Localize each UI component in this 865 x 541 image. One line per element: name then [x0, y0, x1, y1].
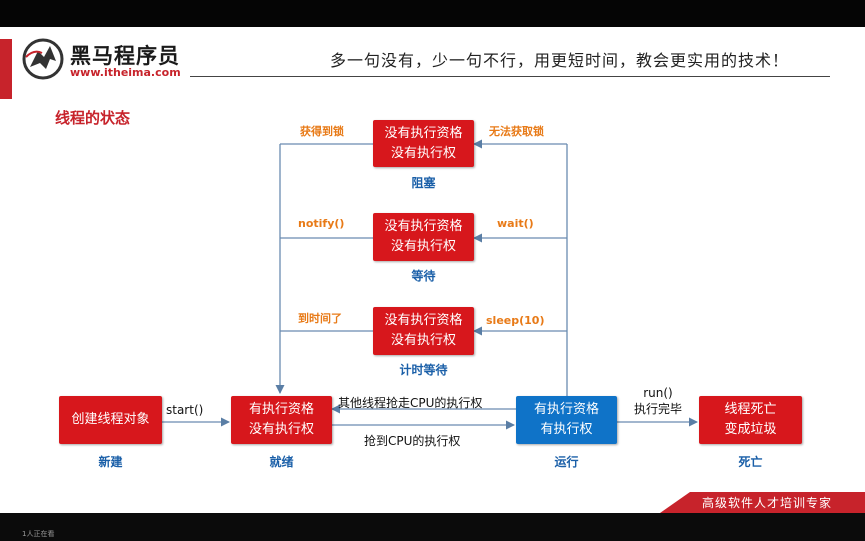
state-new-caption: 新建 — [98, 455, 123, 469]
state-dead-line1: 线程死亡 — [724, 402, 777, 417]
state-blocked-line1: 没有执行资格 — [384, 125, 463, 141]
video-status-bar: 1人正在看 — [0, 513, 865, 541]
state-blocked-box: 没有执行资格 没有执行权 — [373, 120, 474, 167]
label-acquire-lock: 获得到锁 — [300, 125, 344, 138]
slide: 黑马程序员 www.itheima.com 多一句没有，少一句不行，用更短时间，… — [0, 27, 865, 513]
viewer-count: 1人正在看 — [22, 530, 55, 538]
state-dead-line2: 变成垃圾 — [724, 422, 777, 437]
header-divider — [190, 76, 830, 77]
label-preempted: 其他线程抢走CPU的执行权 — [338, 396, 483, 410]
state-waiting-line2: 没有执行权 — [390, 239, 456, 254]
state-ready-line2: 没有执行权 — [248, 422, 314, 437]
state-new-box: 创建线程对象 — [59, 396, 162, 444]
state-timed-waiting-box: 没有执行资格 没有执行权 — [373, 307, 474, 355]
label-time-up: 到时间了 — [298, 312, 342, 325]
label-got-cpu: 抢到CPU的执行权 — [364, 434, 461, 448]
state-running-line2: 有执行权 — [540, 422, 593, 437]
label-notify: notify() — [298, 217, 345, 230]
state-blocked-caption: 阻塞 — [411, 176, 436, 190]
transition-arrows — [162, 139, 698, 430]
state-waiting-line1: 没有执行资格 — [384, 219, 463, 234]
state-dead-caption: 死亡 — [738, 455, 763, 469]
label-wait: wait() — [497, 217, 534, 230]
label-run-line1: run() — [643, 386, 673, 400]
label-run-done: run() 执行完毕 — [626, 385, 690, 417]
state-ready-box: 有执行资格 没有执行权 — [231, 396, 332, 444]
state-dead-box: 线程死亡 变成垃圾 — [699, 396, 802, 444]
label-run-line2: 执行完毕 — [633, 402, 682, 416]
state-timed-waiting-caption: 计时等待 — [399, 363, 448, 377]
state-ready-line1: 有执行资格 — [248, 402, 314, 417]
label-sleep: sleep(10) — [486, 314, 545, 327]
brand-name: 黑马程序员 — [70, 44, 180, 68]
state-new-line1: 创建线程对象 — [71, 412, 150, 427]
section-title: 线程的状态 — [55, 109, 131, 127]
state-running-box: 有执行资格 有执行权 — [516, 396, 617, 444]
site-url: www.itheima.com — [70, 66, 181, 79]
label-cannot-acquire-lock: 无法获取锁 — [489, 125, 544, 138]
state-ready-caption: 就绪 — [269, 455, 294, 469]
state-running-caption: 运行 — [554, 455, 579, 469]
left-accent-bar — [0, 39, 12, 99]
state-running-line1: 有执行资格 — [533, 402, 599, 417]
state-waiting-caption: 等待 — [411, 269, 436, 283]
footer-bar — [690, 492, 865, 513]
state-blocked-line2: 没有执行权 — [390, 145, 456, 161]
footer-tagline: 高级软件人才培训专家 — [702, 496, 833, 510]
slogan: 多一句没有，少一句不行，用更短时间，教会更实用的技术！ — [330, 51, 790, 70]
state-waiting-box: 没有执行资格 没有执行权 — [373, 213, 474, 261]
state-timed-waiting-line2: 没有执行权 — [390, 333, 456, 348]
horse-logo-icon — [22, 38, 64, 80]
state-timed-waiting-line1: 没有执行资格 — [384, 313, 463, 328]
label-start: start() — [166, 403, 204, 417]
top-black-bar — [0, 0, 865, 27]
